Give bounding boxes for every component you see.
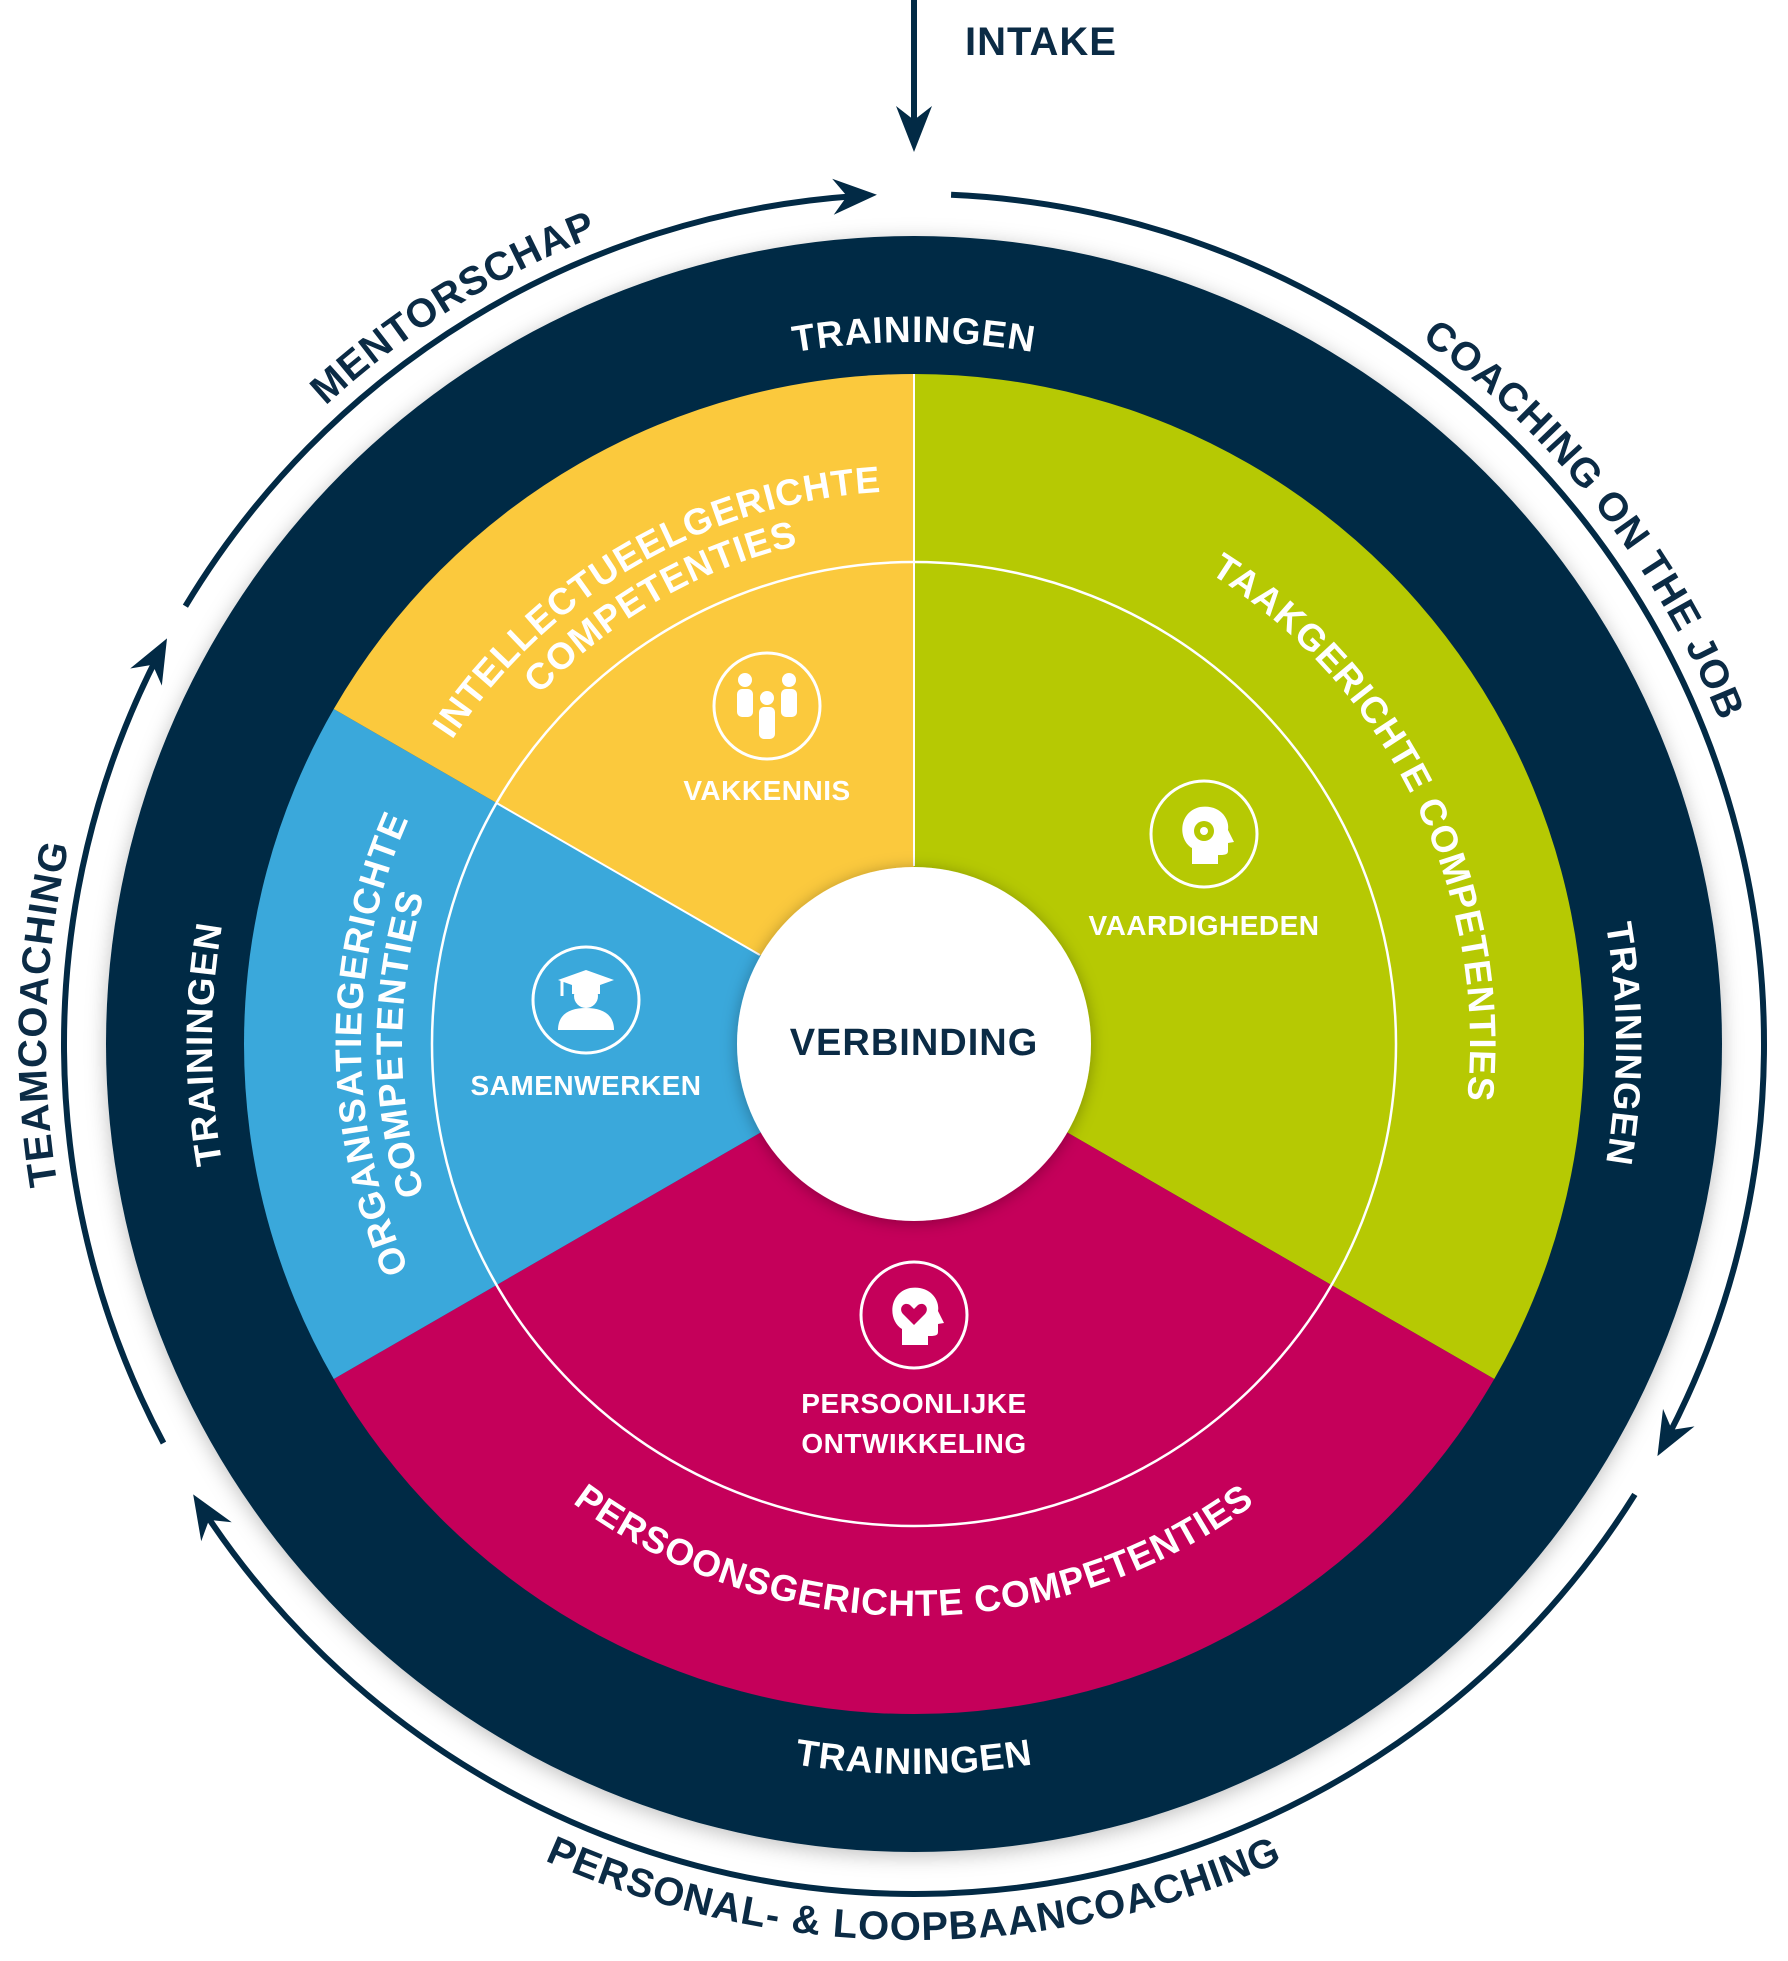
center-label: VERBINDING bbox=[790, 1022, 1039, 1064]
head-gear-icon bbox=[1149, 779, 1259, 889]
samenwerken-label: SAMENWERKEN bbox=[470, 1070, 701, 1101]
cycle-arc bbox=[202, 1492, 1638, 1897]
persoonlijke-label: PERSOONLIJKE bbox=[801, 1388, 1026, 1419]
competency-sectors bbox=[244, 374, 1584, 1714]
arrowhead-icon bbox=[832, 178, 877, 215]
cycle-arc bbox=[182, 193, 855, 608]
sector-organisatiegericht bbox=[244, 709, 914, 1379]
people-group-icon bbox=[712, 651, 822, 761]
cycle-arrows bbox=[61, 178, 1768, 1897]
cycle-arc bbox=[61, 656, 167, 1445]
arrowhead-icon bbox=[130, 638, 168, 686]
divider-line bbox=[496, 802, 761, 956]
cycle-arc bbox=[950, 191, 1768, 1438]
graduate-icon bbox=[531, 945, 641, 1055]
head-heart-icon bbox=[859, 1260, 969, 1370]
arrowhead-icon bbox=[1657, 1408, 1695, 1457]
ontwikkeling-label: ONTWIKKELING bbox=[801, 1428, 1026, 1459]
intake-arrow bbox=[896, 0, 932, 152]
sector-taakgericht bbox=[914, 374, 1584, 1379]
vaardigheden-label: VAARDIGHEDEN bbox=[1088, 910, 1319, 941]
vakkennis-label: VAKKENNIS bbox=[683, 775, 850, 806]
arrowhead-icon bbox=[193, 1494, 232, 1542]
sector-intellectueelgericht bbox=[333, 374, 915, 1044]
sector-persoonsgericht bbox=[333, 1044, 1495, 1714]
intake-label: INTAKE bbox=[965, 20, 1117, 64]
center-circle bbox=[737, 867, 1091, 1221]
